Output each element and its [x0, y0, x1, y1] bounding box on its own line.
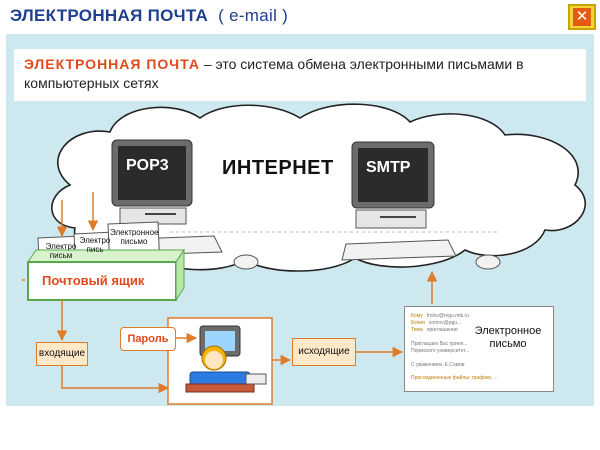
user-icon — [185, 325, 267, 393]
email-row: Пермского университет... — [411, 348, 470, 354]
letter-2-line1: Электро — [79, 236, 111, 245]
definition-text: – это система обмена электронными письма… — [24, 56, 524, 91]
smtp-computer — [341, 141, 501, 270]
title-subtitle: ( e-mail ) — [218, 6, 289, 25]
definition-term: ЭЛЕКТРОННАЯ ПОЧТА — [24, 56, 200, 72]
letter-3: Электронное письмо — [110, 228, 159, 246]
email-row: С уважением, Е.Сомов — [411, 362, 465, 368]
page-title: ЭЛЕКТРОННАЯ ПОЧТА ( e-mail ) — [10, 6, 288, 26]
letter-1: Электро письм — [42, 242, 80, 260]
password-box: Пароль — [120, 327, 176, 351]
close-icon: ✕ — [573, 8, 591, 26]
mailbox-label: Почтовый ящик — [42, 273, 145, 288]
smtp-label: SMTP — [366, 159, 411, 176]
email-row: Присоединенные файлы: графики, ... — [411, 375, 498, 381]
email-label: Электронное письмо — [474, 325, 542, 350]
definition-box: ЭЛЕКТРОННАЯ ПОЧТА – это система обмена э… — [14, 49, 586, 101]
letter-1-line2: письм — [49, 251, 73, 260]
letter-1-line1: Электро — [45, 242, 77, 251]
title-text: ЭЛЕКТРОННАЯ ПОЧТА — [10, 6, 209, 25]
outbox-box: исходящие — [292, 338, 356, 366]
letter-3-line2: письмо — [120, 237, 148, 246]
letter-2-line2: пись — [86, 245, 104, 254]
letter-2: Электро пись — [77, 236, 113, 254]
email-row: Приглашаю Вас приня... — [411, 341, 468, 347]
pop3-label: POP3 — [126, 157, 169, 174]
internet-label: ИНТЕРНЕТ — [222, 157, 334, 179]
letter-3-line1: Электронное — [110, 228, 159, 237]
close-button[interactable]: ✕ — [568, 4, 596, 30]
mailbox-box — [27, 248, 185, 302]
inbox-box: входящие — [36, 342, 88, 366]
